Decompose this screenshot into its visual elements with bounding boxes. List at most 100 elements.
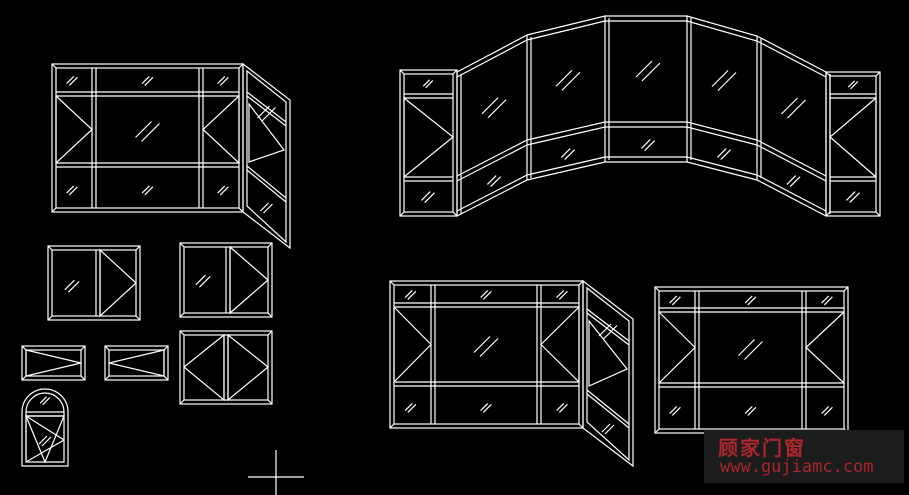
frame-line	[456, 121, 827, 177]
glass-hatch	[821, 295, 833, 306]
glass-hatch	[141, 185, 154, 196]
glass-hatch	[217, 75, 229, 86]
cad-line	[238, 63, 244, 69]
cad-line	[163, 375, 169, 381]
cad-line	[246, 91, 287, 123]
frame-rect	[51, 63, 244, 213]
glass-hatch	[217, 185, 229, 196]
cad-line	[399, 69, 405, 75]
glass-hatch	[744, 295, 757, 306]
glass-hatch	[598, 323, 618, 340]
window-arch	[21, 388, 69, 467]
cad-line	[654, 286, 660, 292]
frame-rect	[51, 249, 137, 317]
window-small-1	[47, 245, 141, 321]
glass-hatch	[473, 336, 499, 357]
opening-triangle	[229, 245, 269, 315]
glass-hatch	[404, 289, 417, 300]
frame-rect	[829, 75, 877, 213]
frame-rect	[179, 330, 273, 405]
cad-line	[51, 63, 57, 69]
frame-line	[456, 161, 827, 217]
glass-hatch	[640, 139, 656, 152]
cad-line	[179, 399, 185, 405]
glass-hatch	[480, 289, 492, 300]
side-panel-inner	[586, 286, 630, 462]
cad-line	[578, 280, 584, 286]
frame-rect	[47, 245, 141, 321]
glass-hatch	[141, 75, 154, 86]
opening-triangle	[393, 305, 432, 384]
cad-line	[51, 207, 57, 213]
cad-line	[586, 389, 630, 425]
opening-triangle	[183, 333, 225, 402]
opening-triangle	[403, 96, 454, 179]
cad-line	[179, 242, 185, 248]
cad-line	[267, 242, 273, 248]
glass-hatch	[635, 60, 661, 82]
cad-line	[179, 330, 185, 336]
cad-line	[246, 165, 287, 199]
window-bay-curved	[399, 15, 881, 217]
cad-line	[389, 280, 395, 286]
cad-line	[21, 345, 27, 351]
glass-hatch	[744, 405, 757, 416]
window-small-2	[179, 242, 273, 318]
cad-line	[179, 312, 185, 318]
opening-triangle	[540, 305, 580, 384]
window-bay-left	[51, 62, 291, 250]
glass-hatch	[404, 402, 417, 413]
cad-line	[843, 286, 849, 292]
glass-hatch	[422, 79, 434, 89]
opening-triangle	[658, 310, 696, 385]
glass-hatch	[66, 185, 78, 196]
glass-hatch	[786, 175, 801, 188]
glass-hatch	[821, 405, 833, 416]
side-panel	[242, 62, 291, 250]
arch-inner	[25, 392, 65, 463]
opening-triangle	[588, 319, 628, 387]
window-small-3	[179, 330, 273, 405]
glass-hatch	[556, 402, 568, 413]
frame-rect	[104, 345, 169, 381]
opening-triangle	[248, 102, 285, 163]
cad-line	[399, 211, 405, 217]
glass-hatch	[486, 175, 502, 188]
watermark: 顾家门窗 www.gujiamc.com	[704, 430, 904, 483]
glass-hatch	[555, 69, 581, 91]
cad-line	[267, 312, 273, 318]
frame-line	[456, 126, 827, 182]
frame-rect	[108, 349, 165, 377]
cad-line	[586, 308, 630, 342]
cursor-crosshair	[248, 450, 304, 495]
opening-triangle	[805, 310, 845, 385]
arch-frame	[21, 388, 69, 467]
glass-hatch	[560, 148, 576, 161]
glass-hatch	[66, 75, 78, 86]
cad-line	[104, 345, 110, 351]
cad-line	[47, 315, 53, 321]
window-small-5	[104, 345, 169, 381]
glass-hatch	[135, 121, 160, 142]
glass-hatch	[39, 396, 51, 406]
opening-triangle	[108, 349, 165, 377]
opening-triangle	[25, 415, 65, 464]
frame-rect	[183, 334, 269, 401]
cad-line	[825, 211, 831, 217]
cad-line	[452, 69, 458, 75]
glass-hatch	[669, 405, 681, 416]
cad-line	[654, 428, 660, 434]
glass-hatch	[481, 97, 507, 119]
glass-hatch	[556, 289, 568, 300]
cad-line	[825, 71, 831, 77]
cad-line	[452, 211, 458, 217]
cad-line	[80, 375, 86, 381]
cad-line	[267, 399, 273, 405]
cad-line	[875, 211, 881, 217]
frame-rect	[399, 69, 458, 217]
glass-hatch	[260, 202, 273, 214]
opening-triangle	[25, 414, 66, 464]
glass-hatch	[669, 295, 681, 306]
glass-hatch	[257, 105, 276, 122]
